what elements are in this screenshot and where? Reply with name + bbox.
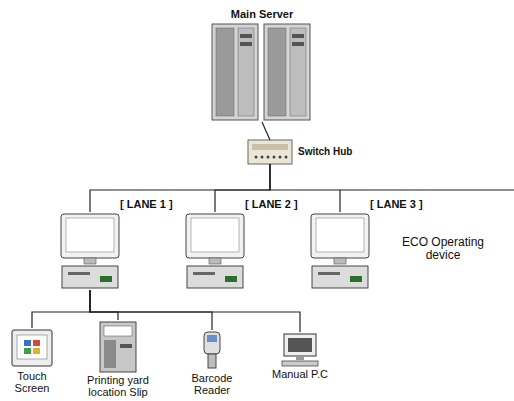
hub-icon: [248, 140, 292, 164]
group-label: ECO Operating device: [398, 236, 488, 262]
node-label: [ LANE 3 ]: [370, 198, 423, 210]
bus-line: [340, 189, 514, 190]
device-node: Barcode Reader: [200, 330, 224, 370]
network-cable: [90, 164, 270, 212]
computer-node: [ LANE 1 ]: [58, 212, 122, 290]
node-label: [ LANE 2 ]: [245, 198, 298, 210]
server-icon: [212, 24, 310, 120]
computer-node: [ LANE 2 ]: [183, 212, 247, 290]
computer-icon: [186, 214, 244, 288]
network-cable: [32, 290, 90, 328]
node-label: Main Server: [202, 8, 322, 20]
node-label: Switch Hub: [298, 146, 352, 157]
node-label: Manual P.C: [260, 368, 340, 380]
hub-node: Switch Hub: [248, 140, 292, 164]
server-node: Main Server: [208, 22, 316, 122]
network-cable: [262, 122, 270, 140]
computer-icon: [61, 214, 119, 288]
barcode-reader-icon: [204, 332, 220, 368]
network-cable: [90, 290, 300, 332]
printer-icon: [100, 322, 136, 372]
node-label: Barcode Reader: [182, 372, 242, 396]
node-label: Touch Screen: [6, 370, 58, 394]
computer-node: [ LANE 3 ]: [308, 212, 372, 290]
node-label: [ LANE 1 ]: [120, 198, 173, 210]
device-node: Manual P.C: [278, 332, 322, 366]
node-label: Printing yard location Slip: [70, 374, 166, 398]
network-cable: [90, 290, 212, 330]
computer-icon: [311, 214, 369, 288]
network-cable: [90, 290, 118, 320]
touch-screen-icon: [12, 330, 52, 366]
device-node: Touch Screen: [10, 328, 54, 368]
device-node: Printing yard location Slip: [98, 320, 138, 372]
manual-pc-icon: [282, 334, 318, 366]
